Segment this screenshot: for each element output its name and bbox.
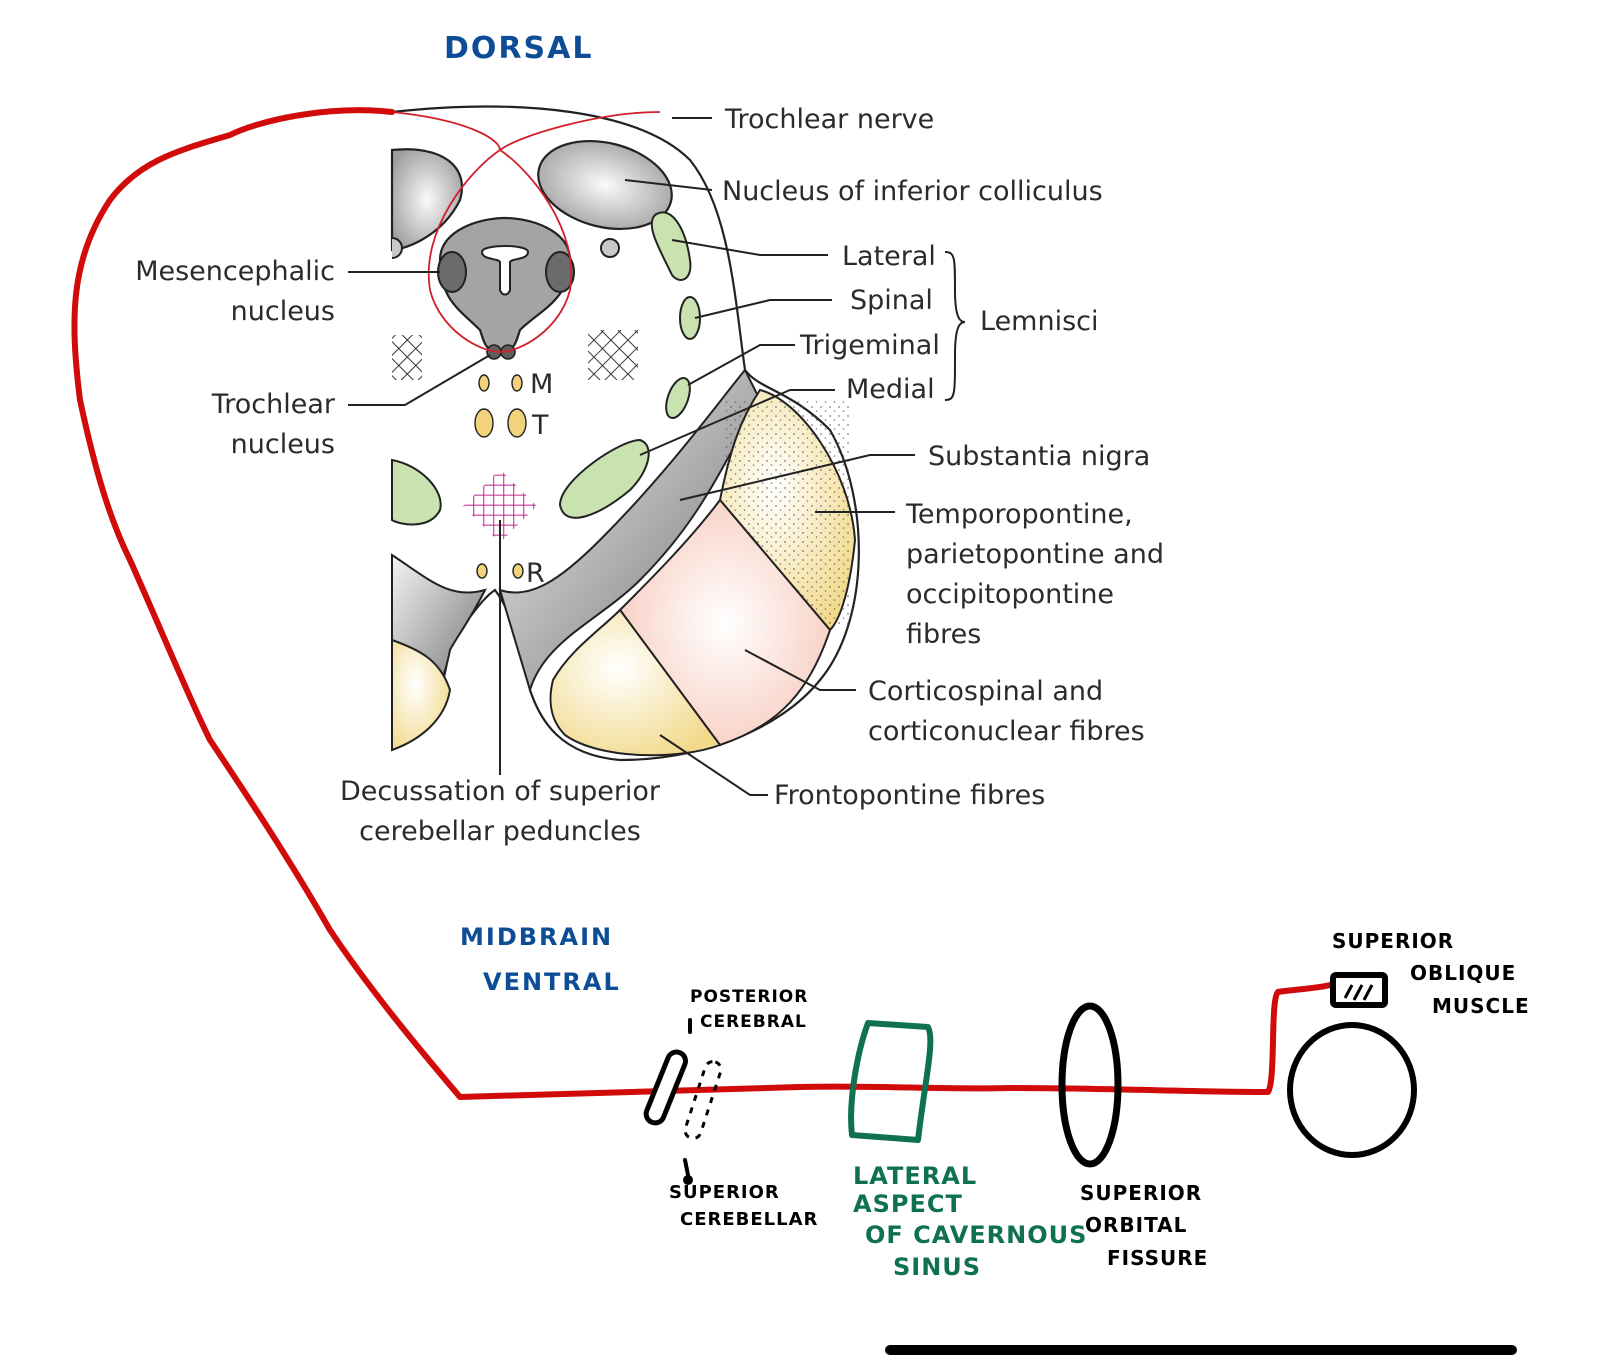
handwritten-cavernous-1: LATERAL — [853, 1162, 977, 1190]
leader-lines — [348, 117, 966, 796]
handwritten-cavernous-4: SINUS — [893, 1253, 981, 1281]
label-substantia-nigra: Substantia nigra — [928, 441, 1150, 472]
handwritten-posterior-cerebral-1: POSTERIOR — [690, 987, 808, 1007]
midbrain-cross-section: M T R — [390, 105, 860, 762]
printed-labels: Trochlear nerve Nucleus of inferior coll… — [135, 104, 1164, 847]
midbrain-outline — [391, 105, 860, 762]
cavernous-sinus-shape — [848, 1020, 934, 1143]
reticular-formation-left — [392, 335, 422, 380]
nucleus-m-right — [511, 374, 523, 392]
label-lemniscus-trigeminal: Trigeminal — [799, 330, 940, 361]
nucleus-t-right — [507, 408, 527, 438]
label-temporopontine-2: parietopontine and — [906, 539, 1164, 570]
label-inferior-colliculus: Nucleus of inferior colliculus — [722, 176, 1103, 207]
label-temporopontine-4: fibres — [906, 619, 981, 650]
spinal-lemniscus — [679, 296, 701, 340]
handwritten-superior-oblique-2: OBLIQUE — [1410, 961, 1516, 985]
handwritten-cavernous-3: OF CAVERNOUS — [865, 1221, 1087, 1249]
superior-oblique-muscle-shape — [1330, 972, 1388, 1008]
label-frontopontine: Frontopontine fibres — [774, 780, 1045, 811]
label-decussation-1: Decussation of superior — [340, 776, 661, 807]
nucleus-t-letter: T — [531, 410, 549, 441]
trochlear-nerve-course — [71, 107, 1333, 1100]
small-nucleus-right — [600, 238, 620, 258]
nucleus-r-letter: R — [526, 558, 545, 589]
label-decussation-2: cerebellar peduncles — [359, 816, 641, 847]
label-lemniscus-lateral: Lateral — [842, 241, 936, 272]
nucleus-m-letter: M — [530, 369, 553, 400]
eyeball-shape — [1287, 1022, 1417, 1158]
handwritten-midbrain: MIDBRAIN — [460, 923, 613, 951]
label-corticospinal-1: Corticospinal and — [868, 676, 1103, 707]
nucleus-r-left — [476, 563, 488, 579]
handwritten-superior-oblique-3: MUSCLE — [1432, 994, 1530, 1018]
lateral-lemniscus — [650, 211, 692, 281]
trochlear-nerve-printed — [391, 111, 661, 353]
superior-cerebellar-artery — [683, 1060, 723, 1185]
superior-orbital-fissure-shape — [1058, 1002, 1122, 1168]
label-trochlear-nucleus-2: nucleus — [231, 429, 335, 460]
small-nucleus-left — [391, 237, 403, 259]
handwritten-superior-cerebellar-2: CEREBELLAR — [680, 1209, 818, 1230]
decussation-superior-cerebellar-peduncles — [463, 469, 537, 543]
mesencephalic-nucleus-left — [437, 251, 467, 293]
handwritten-superior-oblique-1: SUPERIOR — [1332, 929, 1454, 953]
handwritten-cavernous-2: ASPECT — [853, 1190, 963, 1218]
label-corticospinal-2: corticonuclear fibres — [868, 716, 1145, 747]
reticular-formation-right — [588, 330, 638, 380]
label-trochlear-nerve: Trochlear nerve — [724, 104, 934, 135]
handwritten-sof-1: SUPERIOR — [1080, 1181, 1202, 1205]
nucleus-m-left — [478, 374, 490, 392]
label-mesencephalic-1: Mesencephalic — [135, 256, 335, 287]
label-temporopontine-1: Temporopontine, — [905, 499, 1133, 530]
label-lemniscus-medial: Medial — [846, 374, 935, 405]
handwritten-sof-2: ORBITAL — [1085, 1213, 1187, 1237]
nucleus-r-right — [512, 563, 524, 579]
label-lemniscus-spinal: Spinal — [850, 285, 933, 316]
label-trochlear-nucleus-1: Trochlear — [211, 389, 336, 420]
label-mesencephalic-2: nucleus — [231, 296, 335, 327]
frontopontine-fibres-left — [391, 638, 452, 752]
label-temporopontine-3: occipitopontine — [906, 579, 1114, 610]
handwritten-superior-cerebellar-1: SUPERIOR — [669, 1182, 780, 1203]
handwritten-dorsal: DORSAL — [444, 31, 593, 66]
substantia-nigra — [498, 368, 762, 694]
trigeminal-lemniscus — [665, 376, 691, 420]
posterior-cerebral-artery — [643, 1018, 692, 1126]
handwritten-sof-3: FISSURE — [1107, 1246, 1208, 1270]
medial-lemniscus-left — [391, 458, 442, 526]
frontopontine-fibres — [549, 608, 722, 757]
medial-lemniscus — [558, 438, 650, 519]
handwritten-posterior-cerebral-2: CEREBRAL — [700, 1012, 807, 1032]
cerebral-aqueduct — [480, 245, 530, 296]
inferior-colliculus-right — [537, 139, 673, 231]
handwritten-ventral: VENTRAL — [483, 968, 621, 996]
label-lemnisci: Lemnisci — [980, 306, 1099, 337]
nucleus-t-left — [474, 408, 494, 438]
mesencephalic-nucleus-right — [545, 251, 575, 293]
